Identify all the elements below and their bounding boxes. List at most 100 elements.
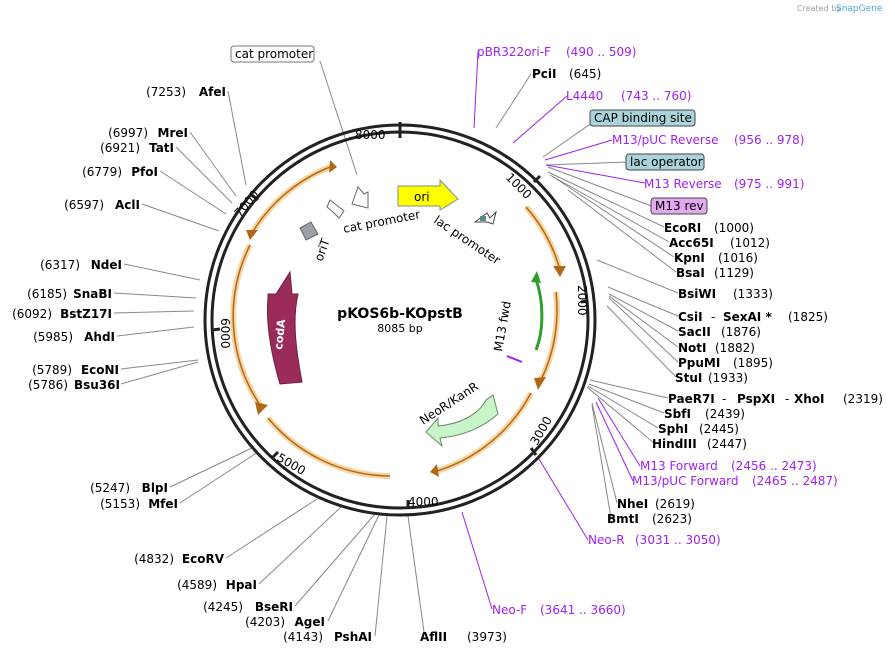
site-name: PpuMI bbox=[678, 356, 720, 370]
site-name: StuI bbox=[675, 371, 702, 385]
site-name: NheI bbox=[617, 497, 648, 511]
site-name: BsaI bbox=[676, 266, 705, 280]
site-pos: (6092) bbox=[12, 307, 52, 321]
site-name: MfeI bbox=[148, 497, 178, 511]
oriT-block bbox=[299, 221, 319, 241]
site-pos: (1012) bbox=[730, 236, 770, 250]
site-pos: (2319) bbox=[843, 392, 883, 406]
site-pos: (6597) bbox=[64, 198, 104, 212]
tick-label: 7000 bbox=[232, 188, 262, 220]
site-pos: (3973) bbox=[467, 630, 507, 644]
lac-operator-text: lac operator bbox=[630, 155, 703, 169]
cat-promoter-callout-text: cat promoter bbox=[235, 47, 313, 61]
site-pos: (1016) bbox=[718, 251, 758, 265]
site-pos: (645) bbox=[569, 67, 601, 81]
codA-label: codA bbox=[272, 318, 288, 350]
site-pos: (6185) bbox=[27, 287, 67, 301]
site-name: AfeI bbox=[199, 85, 226, 99]
primer-name: M13/pUC Forward bbox=[632, 474, 739, 488]
site-pos: (2439) bbox=[705, 407, 745, 421]
site-name: PshAI bbox=[334, 630, 372, 644]
site-pos: (6317) bbox=[40, 258, 80, 272]
site-name: EcoRI bbox=[664, 221, 701, 235]
plasmid-name: pKOS6b-KOpstB bbox=[337, 306, 463, 322]
site-name: NotI bbox=[678, 341, 707, 355]
site-pos: (7253) bbox=[146, 85, 186, 99]
primer-range: (3031 .. 3050) bbox=[635, 533, 721, 547]
m13-rev-text: M13 rev bbox=[655, 199, 704, 213]
site-pos: (4203) bbox=[245, 615, 285, 629]
primer-range: (3641 .. 3660) bbox=[540, 603, 626, 617]
tick-label: 2000 bbox=[575, 285, 589, 316]
site-name: Acc65I bbox=[669, 236, 714, 250]
primer-leader-lines bbox=[461, 51, 646, 610]
primer-name: Neo-R bbox=[588, 533, 625, 547]
site-name: PciI bbox=[532, 67, 557, 81]
site-name: CsiI bbox=[678, 310, 703, 324]
oriT-label: oriT bbox=[312, 236, 333, 263]
credit-text: Created by bbox=[797, 4, 841, 13]
site-name: HindIII bbox=[652, 437, 697, 451]
cat-promoter-callout[interactable] bbox=[230, 45, 315, 63]
site-pos: (1933) bbox=[708, 371, 748, 385]
site-name: AclI bbox=[115, 198, 140, 212]
ruler-ticks bbox=[211, 174, 589, 507]
site-pos: (4245) bbox=[203, 600, 243, 614]
tick-label: 4000 bbox=[408, 495, 439, 509]
site-name: BlpI bbox=[142, 481, 168, 495]
primer-range: (975 .. 991) bbox=[734, 177, 804, 191]
cat-promoter-label: cat promoter bbox=[342, 207, 421, 236]
leader-lines bbox=[113, 60, 679, 637]
primer-name: M13 Forward bbox=[640, 459, 718, 473]
m13fwd-label: M13 fwd bbox=[491, 300, 514, 353]
primer-range: (2456 .. 2473) bbox=[731, 459, 817, 473]
lac-promoter-arrow[interactable] bbox=[473, 210, 497, 225]
primer-range: (2465 .. 2487) bbox=[752, 474, 838, 488]
site-pos: (5985) bbox=[33, 330, 73, 344]
site-name: NdeI bbox=[91, 258, 122, 272]
cat-promoter-arrow[interactable] bbox=[351, 186, 369, 209]
cap-binding-site-callout[interactable] bbox=[589, 109, 696, 127]
m13-rev-callout[interactable] bbox=[650, 197, 708, 215]
left-site-labels: (7253) AfeI (6997) MreI (6921) TatI (677… bbox=[12, 85, 372, 644]
primer-name: M13 Reverse bbox=[644, 177, 722, 191]
site-name: SexAI * bbox=[723, 310, 772, 324]
site-pos: (2619) bbox=[655, 497, 695, 511]
site-pos: (1129) bbox=[714, 266, 754, 280]
site-pos: (5789) bbox=[32, 363, 72, 377]
m13-primer-mark bbox=[506, 355, 523, 363]
site-name: Bsu36I bbox=[74, 378, 120, 392]
site-pos: (1895) bbox=[733, 356, 773, 370]
ori-arrow[interactable] bbox=[397, 178, 459, 211]
site-pos: (2447) bbox=[707, 437, 747, 451]
ori-label: ori bbox=[414, 190, 430, 204]
site-pos: (4143) bbox=[283, 630, 323, 644]
site-pos: (5786) bbox=[28, 378, 68, 392]
site-name: PfoI bbox=[131, 165, 158, 179]
site-name: AgeI bbox=[295, 615, 325, 629]
site-name: PspXI bbox=[737, 392, 775, 406]
site-name: XhoI bbox=[794, 392, 825, 406]
lac-operator-callout[interactable] bbox=[625, 153, 705, 171]
site-name: SbfI bbox=[664, 407, 691, 421]
site-pos: (1825) bbox=[788, 310, 828, 324]
neo-arrow[interactable] bbox=[425, 394, 499, 448]
m13fwd-arc[interactable] bbox=[533, 276, 544, 351]
site-sep: - bbox=[785, 392, 789, 406]
codA-arrow[interactable] bbox=[267, 270, 303, 385]
primer-name: M13/pUC Reverse bbox=[612, 133, 719, 147]
site-name: MreI bbox=[158, 126, 188, 140]
site-name: BmtI bbox=[607, 512, 639, 526]
primer-name: Neo-F bbox=[492, 603, 527, 617]
site-pos: (1333) bbox=[733, 287, 773, 301]
tick-label: 6000 bbox=[218, 318, 232, 349]
site-pos: (1000) bbox=[714, 221, 754, 235]
oriT-arrow[interactable] bbox=[326, 199, 345, 219]
site-pos: (4832) bbox=[134, 552, 174, 566]
site-name: AflII bbox=[420, 630, 447, 644]
site-pos: (6921) bbox=[100, 141, 140, 155]
primer-range: (490 .. 509) bbox=[566, 45, 636, 59]
tick-label: 8000 bbox=[355, 128, 386, 142]
site-pos: (2623) bbox=[652, 512, 692, 526]
primer-range: (956 .. 978) bbox=[734, 133, 804, 147]
